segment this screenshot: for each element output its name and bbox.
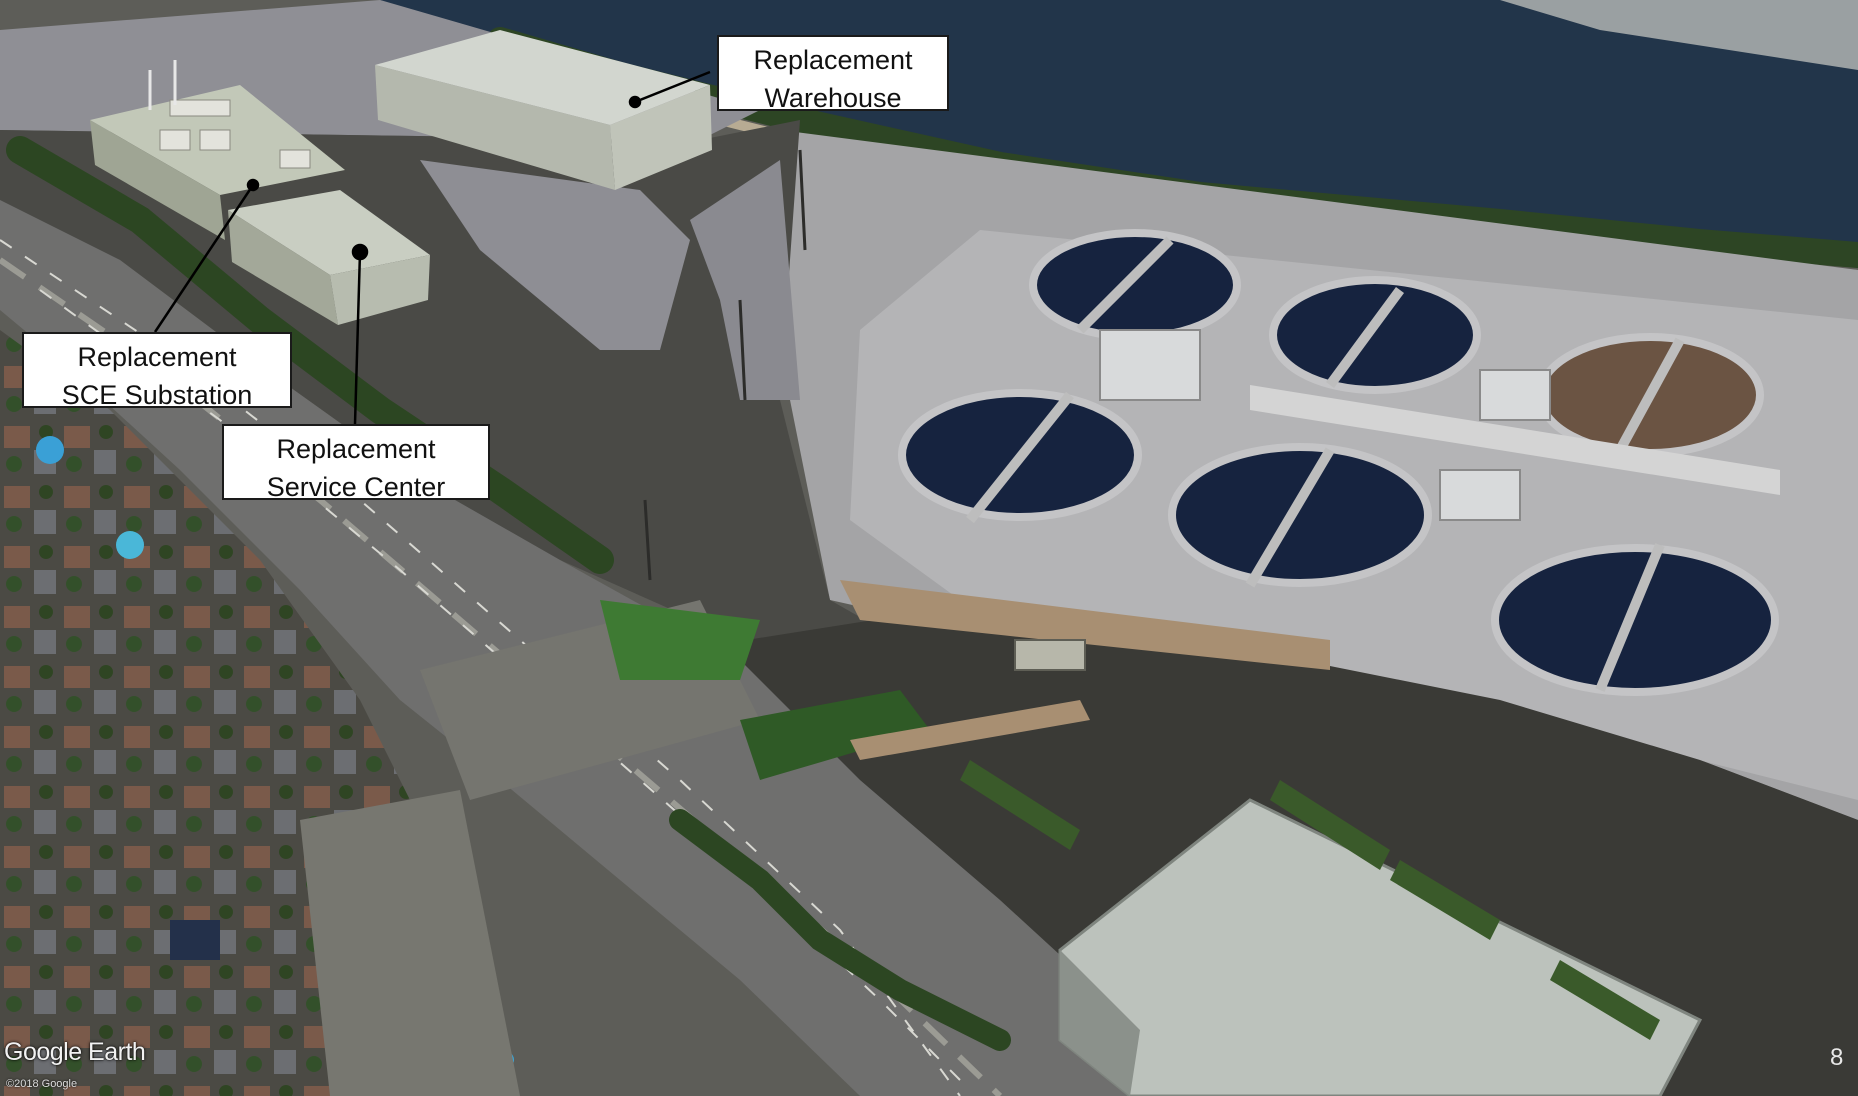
- landscape-bed: [600, 600, 760, 680]
- gravel-pad-center: [420, 160, 690, 350]
- callout-line-1: Replacement: [276, 434, 436, 464]
- gravel-pad-right: [690, 160, 800, 400]
- callout-line-1: Replacement: [77, 342, 237, 372]
- callout-line-2: Warehouse: [764, 83, 902, 113]
- pool: [36, 436, 64, 464]
- control-building: [1099, 329, 1201, 401]
- curb-wall: [840, 580, 1330, 670]
- callout-replacement-service-center: Replacement Service Center: [222, 424, 490, 502]
- replacement-substation-building: [90, 60, 345, 240]
- callout-replacement-sce-substation: Replacement SCE Substation: [22, 332, 292, 410]
- callout-line-2: Service Center: [266, 472, 446, 502]
- callout-leaders: [153, 70, 711, 425]
- callout-line-1: Replacement: [753, 45, 913, 75]
- replacement-service-center-building: [228, 190, 430, 325]
- callout-line-2: SCE Substation: [61, 380, 253, 410]
- callout-replacement-warehouse: Replacement Warehouse: [717, 35, 949, 113]
- guard-booth: [1014, 639, 1086, 671]
- page-number: 8: [1830, 1044, 1844, 1071]
- clarifier-bridges: [966, 236, 1685, 692]
- copyright-text: ©2018 Google: [6, 1078, 78, 1090]
- river-bank: [1500, 0, 1858, 70]
- replacement-warehouse-building: [375, 30, 712, 190]
- planter-islands: [960, 760, 1660, 1040]
- plant-pipe-gallery: [1250, 385, 1780, 495]
- google-earth-watermark: Google Earth: [4, 1038, 146, 1066]
- landscape-strip: [6, 136, 614, 574]
